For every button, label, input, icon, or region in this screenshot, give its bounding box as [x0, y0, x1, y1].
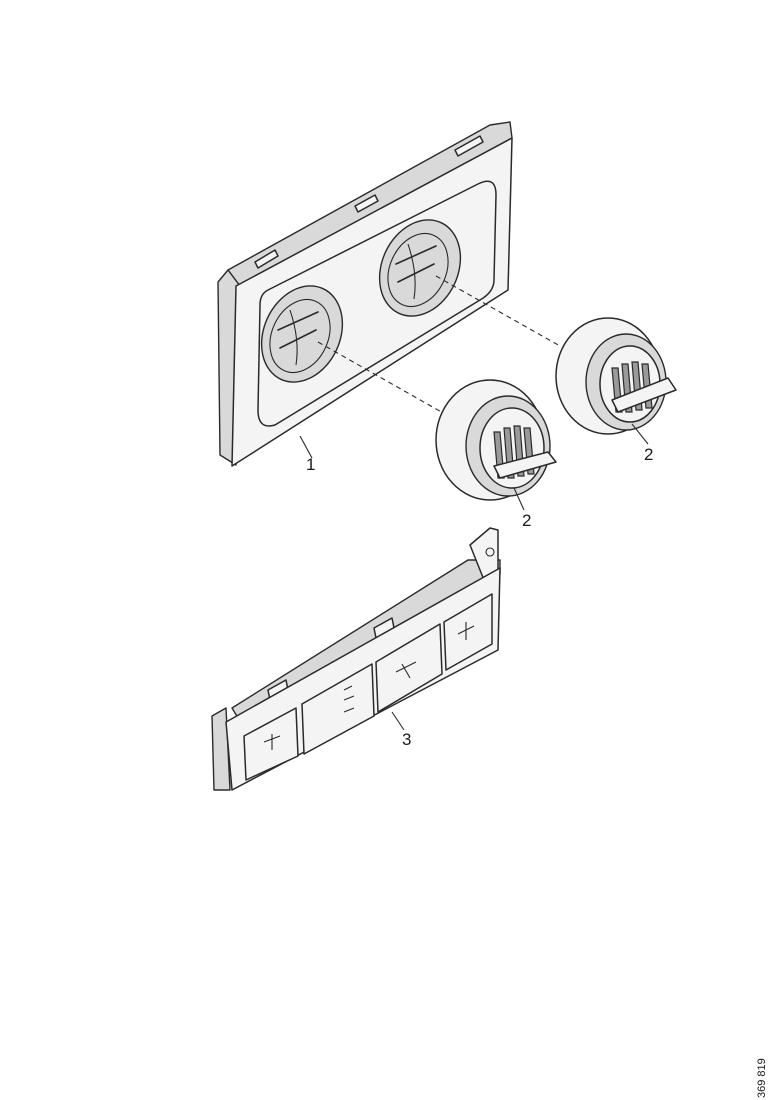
- vent-bezel-frame: 1: [217, 121, 513, 474]
- alignment-line-right: [435, 275, 561, 347]
- left-adjust-button: [243, 707, 299, 781]
- callout-1-label: 1: [306, 455, 315, 474]
- alignment-line-left: [317, 341, 453, 419]
- right-adjust-button: [443, 593, 493, 671]
- reference-code-text: 369 819: [756, 1058, 768, 1098]
- center-right-button: [375, 623, 443, 713]
- callout-3-label: 3: [402, 730, 411, 749]
- left-outlet-opening: [260, 285, 344, 383]
- air-vent-left: 2: [435, 379, 557, 530]
- callout-2-left-label: 2: [522, 511, 531, 530]
- center-left-button: [301, 663, 375, 755]
- control-panel: 3: [211, 527, 501, 791]
- reference-code: 369 819: [752, 1048, 772, 1100]
- callout-2-right-label: 2: [644, 445, 653, 464]
- right-outlet-opening: [378, 219, 462, 317]
- air-vent-right: 2: [555, 317, 677, 464]
